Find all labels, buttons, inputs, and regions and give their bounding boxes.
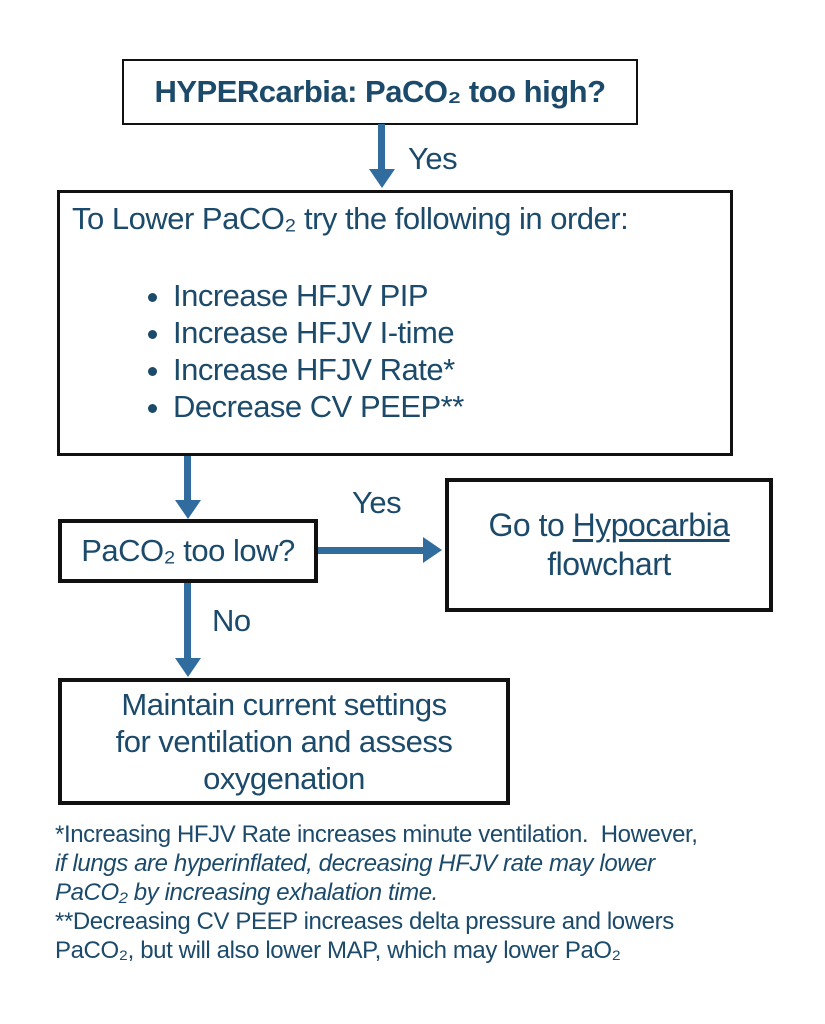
arrow-down-icon <box>175 658 201 677</box>
arrow-down-icon <box>369 169 395 188</box>
arrow-title-to-process-line <box>378 124 385 171</box>
list-item: Increase HFJV I-time <box>173 314 718 351</box>
process-box-title: To Lower PaCO₂ try the following in orde… <box>72 201 629 236</box>
maintain-box-line3: oxygenation <box>203 761 365 796</box>
maintain-settings-box: Maintain current settings for ventilatio… <box>58 678 510 805</box>
arrow-decision-to-hypocarbia-line <box>318 547 424 554</box>
arrow-down-icon <box>175 500 201 519</box>
decision-box-text: PaCO₂ too low? <box>81 533 295 568</box>
hypocarbia-box-line2: flowchart <box>547 546 671 582</box>
list-item: Increase HFJV PIP <box>173 277 718 314</box>
lower-paco2-process-box: To Lower PaCO₂ try the following in orde… <box>57 190 733 456</box>
hypercarbia-title-box: HYPERcarbia: PaCO₂ too high? <box>122 59 638 125</box>
hypocarbia-prefix-text: Go to <box>488 507 573 543</box>
edge-label-yes-top: Yes <box>408 141 458 176</box>
hypercarbia-title-text: HYPERcarbia: PaCO₂ too high? <box>154 74 606 109</box>
hypocarbia-link[interactable]: Hypocarbia <box>572 507 730 543</box>
footnote-line: *Increasing HFJV Rate increases minute v… <box>55 821 698 848</box>
edge-label-no: No <box>212 603 251 638</box>
footnotes-block: *Increasing HFJV Rate increases minute v… <box>55 820 815 965</box>
maintain-box-line1: Maintain current settings <box>121 687 447 722</box>
process-steps-list: Increase HFJV PIP Increase HFJV I-time I… <box>72 277 718 425</box>
maintain-box-line2: for ventilation and assess <box>115 724 453 759</box>
hypocarbia-box-line1: Go to Hypocarbia <box>488 506 730 545</box>
edge-label-yes-right: Yes <box>352 485 402 520</box>
arrow-decision-to-maintain-line <box>184 583 191 659</box>
footnote-line: if lungs are hyperinflated, decreasing H… <box>55 850 655 877</box>
arrow-process-to-decision-line <box>184 456 191 501</box>
paco2-too-low-decision-box: PaCO₂ too low? <box>58 519 318 583</box>
goto-hypocarbia-box[interactable]: Go to Hypocarbia flowchart <box>445 478 773 612</box>
list-item: Decrease CV PEEP** <box>173 388 718 425</box>
footnote-line: PaCO₂, but will also lower MAP, which ma… <box>55 937 621 964</box>
list-item: Increase HFJV Rate* <box>173 351 718 388</box>
arrow-right-icon <box>423 537 442 563</box>
footnote-line: **Decreasing CV PEEP increases delta pre… <box>55 908 674 935</box>
footnote-line: PaCO₂ by increasing exhalation time. <box>55 879 438 906</box>
